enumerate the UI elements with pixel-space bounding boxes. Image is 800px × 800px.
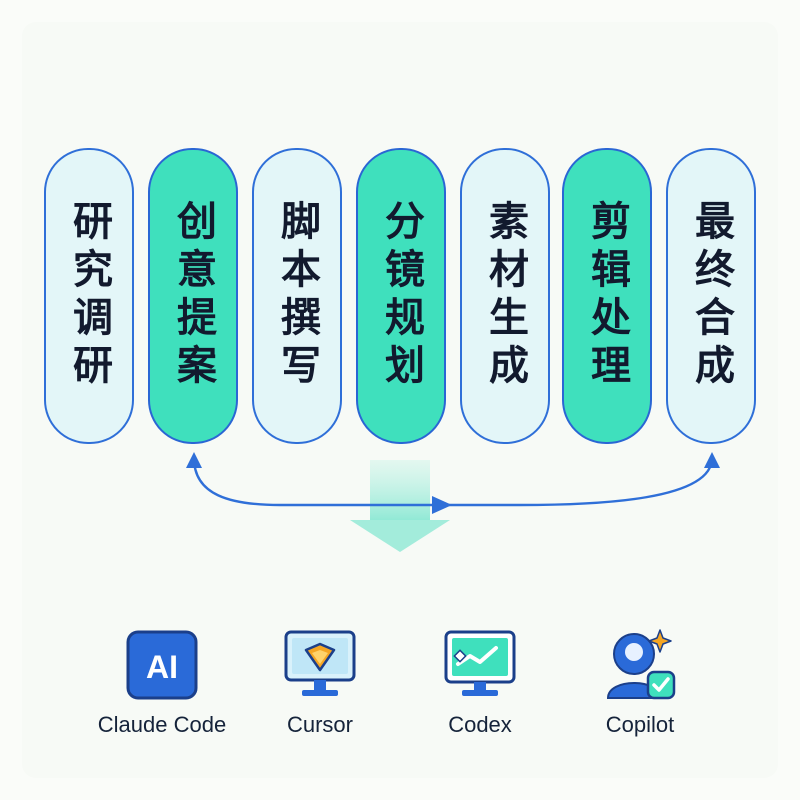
stage-label: 素材生成 <box>482 200 528 392</box>
tool-claude-code: AI Claude Code <box>82 626 242 738</box>
ai-badge-text: AI <box>146 649 178 685</box>
loop-arrow <box>192 456 714 507</box>
stage-pill-6: 剪辑处理 <box>562 148 652 444</box>
stage-label: 研究调研 <box>66 200 112 392</box>
monitor-shield-icon <box>280 626 360 706</box>
loop-arrowhead-right <box>704 452 720 468</box>
loop-arrowhead-mid <box>432 496 452 514</box>
stage-pill-3: 脚本撰写 <box>252 148 342 444</box>
stage-label: 脚本撰写 <box>274 200 320 392</box>
stage-label: 分镜规划 <box>378 200 424 392</box>
tool-codex: Codex <box>400 626 560 738</box>
tool-label: Codex <box>448 712 512 737</box>
tool-label: Claude Code <box>97 712 227 737</box>
stage-pill-4: 分镜规划 <box>356 148 446 444</box>
down-flow-arrow <box>350 460 450 552</box>
monitor-chart-icon <box>440 626 520 706</box>
stage-label: 创意提案 <box>170 200 216 392</box>
tool-cursor: Cursor <box>240 626 400 738</box>
stage-label: 最终合成 <box>688 200 734 392</box>
stage-pill-2: 创意提案 <box>148 148 238 444</box>
stage-pill-7: 最终合成 <box>666 148 756 444</box>
tool-label: Copilot <box>605 712 675 737</box>
tool-copilot: Copilot <box>560 626 720 738</box>
ai-badge-icon: AI <box>122 626 202 706</box>
loop-arrowhead-left <box>186 452 202 468</box>
person-sparkle-check-icon <box>600 626 680 706</box>
stage-label: 剪辑处理 <box>584 200 630 392</box>
stage-pill-1: 研究调研 <box>44 148 134 444</box>
stage-pill-5: 素材生成 <box>460 148 550 444</box>
tool-label: Cursor <box>286 712 353 737</box>
